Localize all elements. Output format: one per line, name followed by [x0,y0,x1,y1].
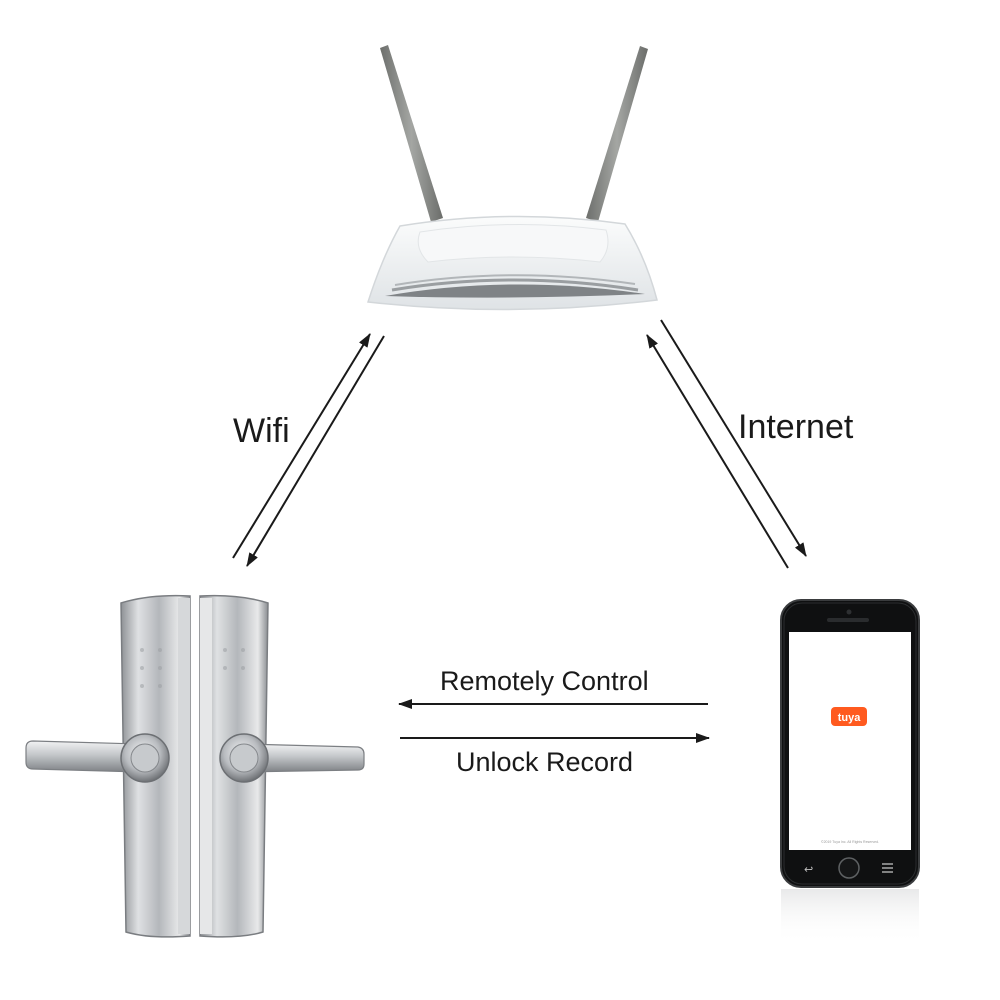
left-antenna [380,45,443,222]
internet-label: Internet [738,408,854,446]
direct-link: Remotely Control Unlock Record [398,666,710,777]
back-icon: ↩ [804,863,813,876]
remote-control-label: Remotely Control [440,666,649,696]
smartphone-icon: tuya ©2019 Tuya Inc. All Rights Reserved… [780,599,920,944]
menu-icon [882,863,893,873]
internet-arrow-up [646,334,789,569]
tuya-app-logo: tuya [831,707,867,726]
right-antenna [586,46,648,222]
phone-reflection [781,889,919,944]
wifi-arrow-down [246,335,385,567]
wifi-label: Wifi [233,412,290,450]
wifi-link: Wifi [232,333,385,567]
wifi-arrow-up [232,333,371,559]
phone-footer-text: ©2019 Tuya Inc. All Rights Reserved. [821,840,879,844]
phone-camera [846,609,852,615]
router-top-panel [417,223,609,263]
internet-link: Internet [646,319,854,569]
router-front-vent [385,284,645,298]
unlock-record-label: Unlock Record [456,747,633,777]
router-icon [367,45,658,311]
internet-arrow-down [660,319,807,557]
tuya-logo-text: tuya [838,712,862,724]
lock-right-handle [243,743,365,773]
smart-door-lock-icon [25,594,365,938]
phone-screen [789,632,911,850]
home-button [838,857,860,879]
